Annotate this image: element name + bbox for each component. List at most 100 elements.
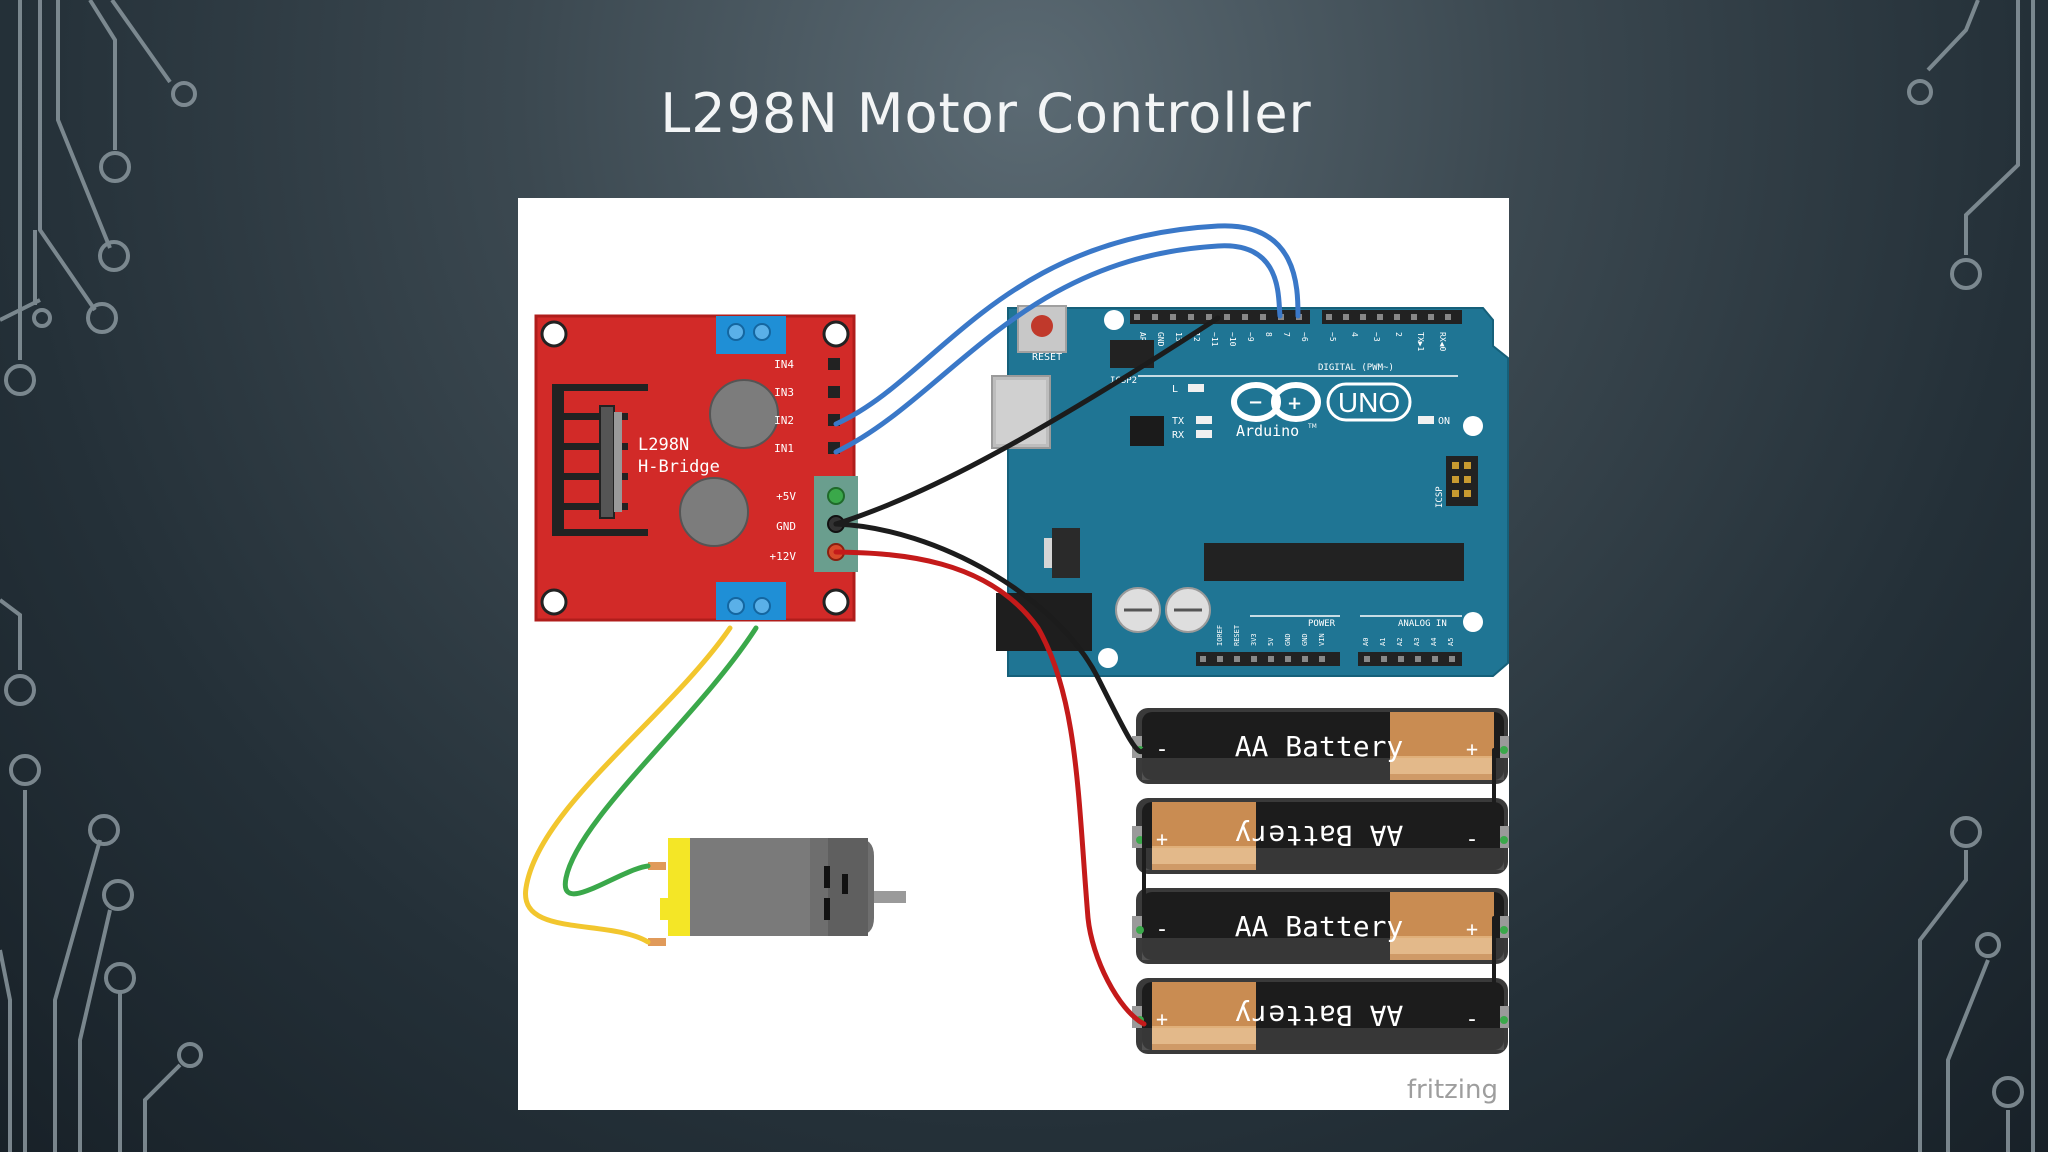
wire-in1-blue: [833, 243, 1283, 455]
header-pin[interactable]: [1170, 314, 1176, 320]
battery-minus: -: [1155, 917, 1168, 942]
header-pin[interactable]: [1188, 314, 1194, 320]
icsp2-label: ICSP2: [1110, 376, 1137, 386]
wire-motor-yellow: [523, 625, 733, 945]
header-pin[interactable]: [1206, 314, 1212, 320]
digital-pin-label: 2: [1394, 332, 1403, 337]
arduino-brand: Arduino: [1236, 422, 1299, 440]
digital-pin-label: 7: [1282, 332, 1291, 337]
battery-plus: +: [1466, 917, 1478, 941]
header-pin[interactable]: [1285, 656, 1291, 662]
header-pin[interactable]: [1268, 656, 1274, 662]
dc-motor: [648, 838, 906, 946]
header-pin[interactable]: [1394, 314, 1400, 320]
led-tx-label: TX: [1172, 416, 1184, 427]
header-pin[interactable]: [1343, 314, 1349, 320]
power-pin-label: 5V: [1267, 637, 1275, 646]
power-pin-label: VIN: [1318, 633, 1326, 646]
icsp-pin[interactable]: [1452, 490, 1459, 497]
digital-pin-label: RX◀0: [1438, 332, 1447, 351]
battery-label: AA Battery: [1235, 910, 1404, 943]
digital-pin-label: ~10: [1228, 332, 1237, 347]
reset-label: RESET: [1032, 352, 1062, 363]
digital-pin-label: ~6: [1300, 332, 1309, 342]
header-pin[interactable]: [1428, 314, 1434, 320]
hbridge-name-line1: L298N: [638, 435, 689, 455]
header-pin[interactable]: [1234, 656, 1240, 662]
digital-pin-label: GND: [1156, 332, 1165, 347]
icsp-pin[interactable]: [1464, 462, 1471, 469]
on-label: ON: [1438, 416, 1450, 427]
header-pin[interactable]: [1364, 656, 1370, 662]
header-pin[interactable]: [1217, 656, 1223, 662]
analog-label: ANALOG IN: [1398, 619, 1447, 629]
battery-label: AA Battery: [1235, 819, 1404, 852]
header-pin[interactable]: [1200, 656, 1206, 662]
header-pin[interactable]: [1242, 314, 1248, 320]
motor-terminal-top: [716, 316, 786, 354]
led-rx-label: RX: [1172, 430, 1184, 441]
power-pin-label: IOREF: [1216, 625, 1224, 646]
header-pin[interactable]: [1411, 314, 1417, 320]
analog-pin-label: A1: [1379, 638, 1387, 646]
circuit-decoration-right: [1907, 0, 2035, 1152]
hbridge-power-label: GND: [776, 520, 796, 533]
digital-pin-label: ~9: [1246, 332, 1255, 342]
header-pin[interactable]: [1224, 314, 1230, 320]
icsp-pin[interactable]: [1464, 490, 1471, 497]
fritzing-watermark: fritzing: [1407, 1075, 1498, 1105]
digital-pin-label: 13: [1174, 332, 1183, 342]
digital-pin-label: 12: [1192, 332, 1201, 342]
hbridge-pin[interactable]: [828, 386, 840, 398]
header-pin[interactable]: [1445, 314, 1451, 320]
uno-logo-text: UNO: [1338, 387, 1400, 418]
icsp-pin[interactable]: [1452, 462, 1459, 469]
header-pin[interactable]: [1260, 314, 1266, 320]
digital-pin-label: ~5: [1328, 332, 1337, 342]
header-pin[interactable]: [1449, 656, 1455, 662]
hbridge-pin-label: IN4: [774, 358, 794, 371]
arduino-infinity-logo: − +: [1231, 382, 1321, 422]
analog-pin-label: A0: [1362, 638, 1370, 646]
power-pin-label: GND: [1301, 633, 1309, 646]
aa-battery: AA Battery-+: [1132, 708, 1509, 784]
digital-pin-label: ~3: [1372, 332, 1381, 342]
header-pin[interactable]: [1134, 314, 1140, 320]
digital-pin-label: ~11: [1210, 332, 1219, 347]
header-pin[interactable]: [1251, 656, 1257, 662]
header-pin[interactable]: [1302, 656, 1308, 662]
icsp-pin[interactable]: [1452, 476, 1459, 483]
header-pin[interactable]: [1432, 656, 1438, 662]
icsp-pin[interactable]: [1464, 476, 1471, 483]
wire-motor-green: [562, 625, 759, 897]
circuit-decoration-left: [0, 0, 203, 1152]
arduino-uno-board: RESET AREFGND1312~11~10~987~6~54~32TX▶1R…: [991, 305, 1509, 677]
hbridge-pin-label: IN2: [774, 414, 794, 427]
battery-minus: -: [1155, 737, 1168, 762]
hbridge-pin[interactable]: [828, 358, 840, 370]
header-pin[interactable]: [1377, 314, 1383, 320]
digital-label: DIGITAL (PWM~): [1318, 363, 1394, 373]
svg-text:−: −: [1248, 392, 1263, 413]
header-pin[interactable]: [1319, 656, 1325, 662]
header-pin[interactable]: [1398, 656, 1404, 662]
wire-gnd-arduino-black: [833, 315, 1221, 527]
battery-minus: -: [1465, 827, 1478, 852]
led-l-label: L: [1172, 384, 1178, 395]
wire-gnd-battery-black: [833, 521, 1147, 755]
power-pin-label: 3V3: [1250, 633, 1258, 646]
header-pin[interactable]: [1326, 314, 1332, 320]
analog-pin-label: A5: [1447, 638, 1455, 646]
wiring-diagram: RESET AREFGND1312~11~10~987~6~54~32TX▶1R…: [518, 198, 1509, 1110]
header-pin[interactable]: [1381, 656, 1387, 662]
wires: [523, 223, 1496, 1027]
header-pin[interactable]: [1152, 314, 1158, 320]
header-pin[interactable]: [1360, 314, 1366, 320]
battery-pack: AA Battery-+AA Battery-+AA Battery-+AA B…: [1132, 708, 1509, 1054]
analog-pin-label: A2: [1396, 638, 1404, 646]
header-pin[interactable]: [1415, 656, 1421, 662]
heatsink: [552, 384, 648, 536]
trademark-mark: TM: [1307, 423, 1317, 430]
hbridge-power-label: +5V: [776, 490, 796, 503]
